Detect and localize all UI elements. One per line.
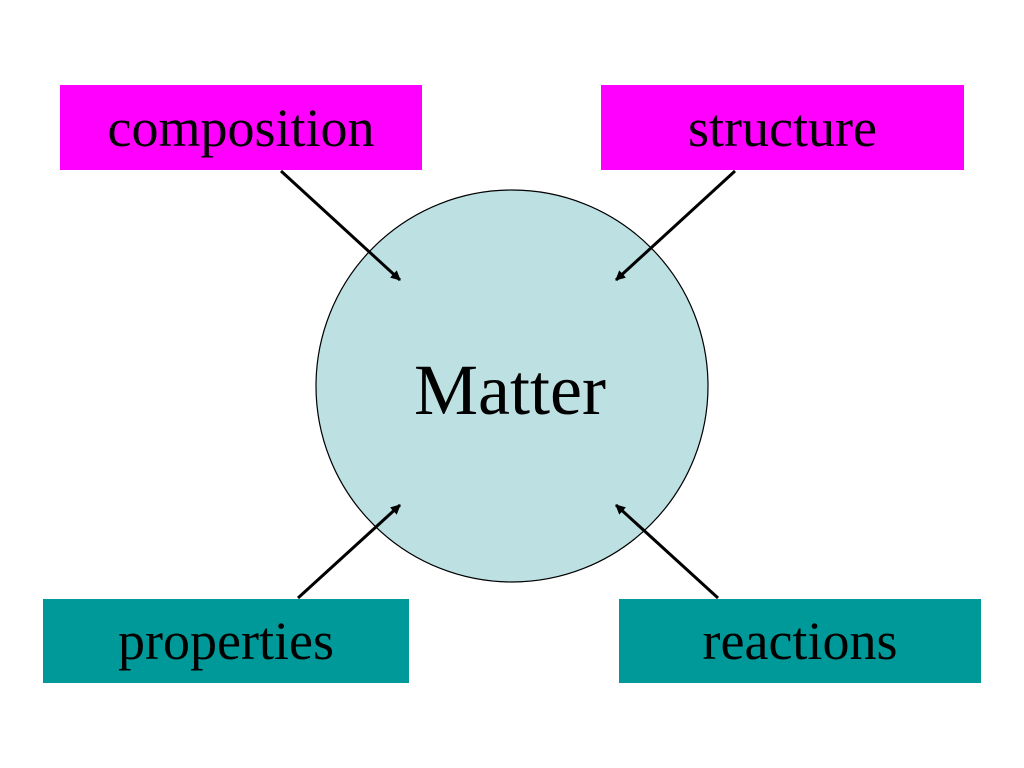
arrow-reactions bbox=[614, 503, 720, 600]
matter-circle bbox=[315, 189, 709, 583]
arrow-properties bbox=[296, 503, 402, 600]
matter-label: Matter bbox=[414, 350, 606, 430]
arrow-composition bbox=[279, 169, 402, 282]
composition-label: composition bbox=[107, 97, 375, 158]
properties-box: properties bbox=[43, 599, 409, 683]
structure-label: structure bbox=[688, 97, 877, 158]
reactions-box: reactions bbox=[619, 599, 981, 683]
structure-box: structure bbox=[601, 85, 964, 170]
arrow-structure bbox=[614, 169, 737, 282]
properties-label: properties bbox=[118, 611, 334, 671]
reactions-label: reactions bbox=[702, 611, 898, 671]
composition-box: composition bbox=[60, 85, 422, 170]
